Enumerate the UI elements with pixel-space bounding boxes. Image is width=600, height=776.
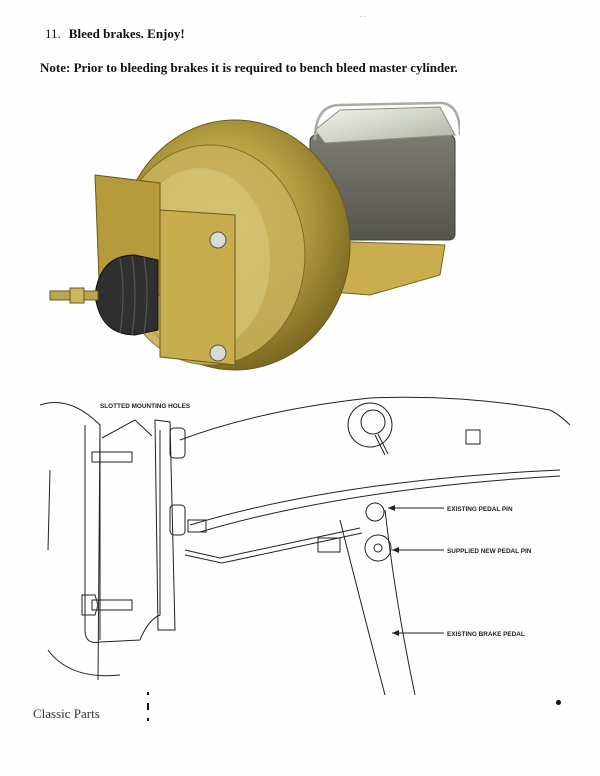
step-text: Bleed brakes. Enjoy! (68, 26, 185, 41)
step-number: 11. (45, 26, 61, 41)
installation-diagram: SLOTTED MOUNTING HOLES EXISTING PEDAL PI… (40, 396, 571, 696)
scan-dot (556, 700, 561, 705)
brake-booster-photo (49, 101, 460, 371)
label-supplied-new-pedal-pin: SUPPLIED NEW PEDAL PIN (447, 548, 532, 555)
label-slotted-mounting-holes: SLOTTED MOUNTING HOLES (100, 403, 191, 410)
scan-marks (147, 692, 151, 732)
step-11: 11. Bleed brakes. Enjoy! (45, 26, 185, 42)
scan-speck: - - (360, 14, 366, 20)
note-text: Note: Prior to bleeding brakes it is req… (40, 60, 458, 75)
footer-brand: Classic Parts (33, 706, 100, 721)
label-existing-pedal-pin: EXISTING PEDAL PIN (447, 506, 513, 513)
label-existing-brake-pedal: EXISTING BRAKE PEDAL (447, 631, 525, 638)
